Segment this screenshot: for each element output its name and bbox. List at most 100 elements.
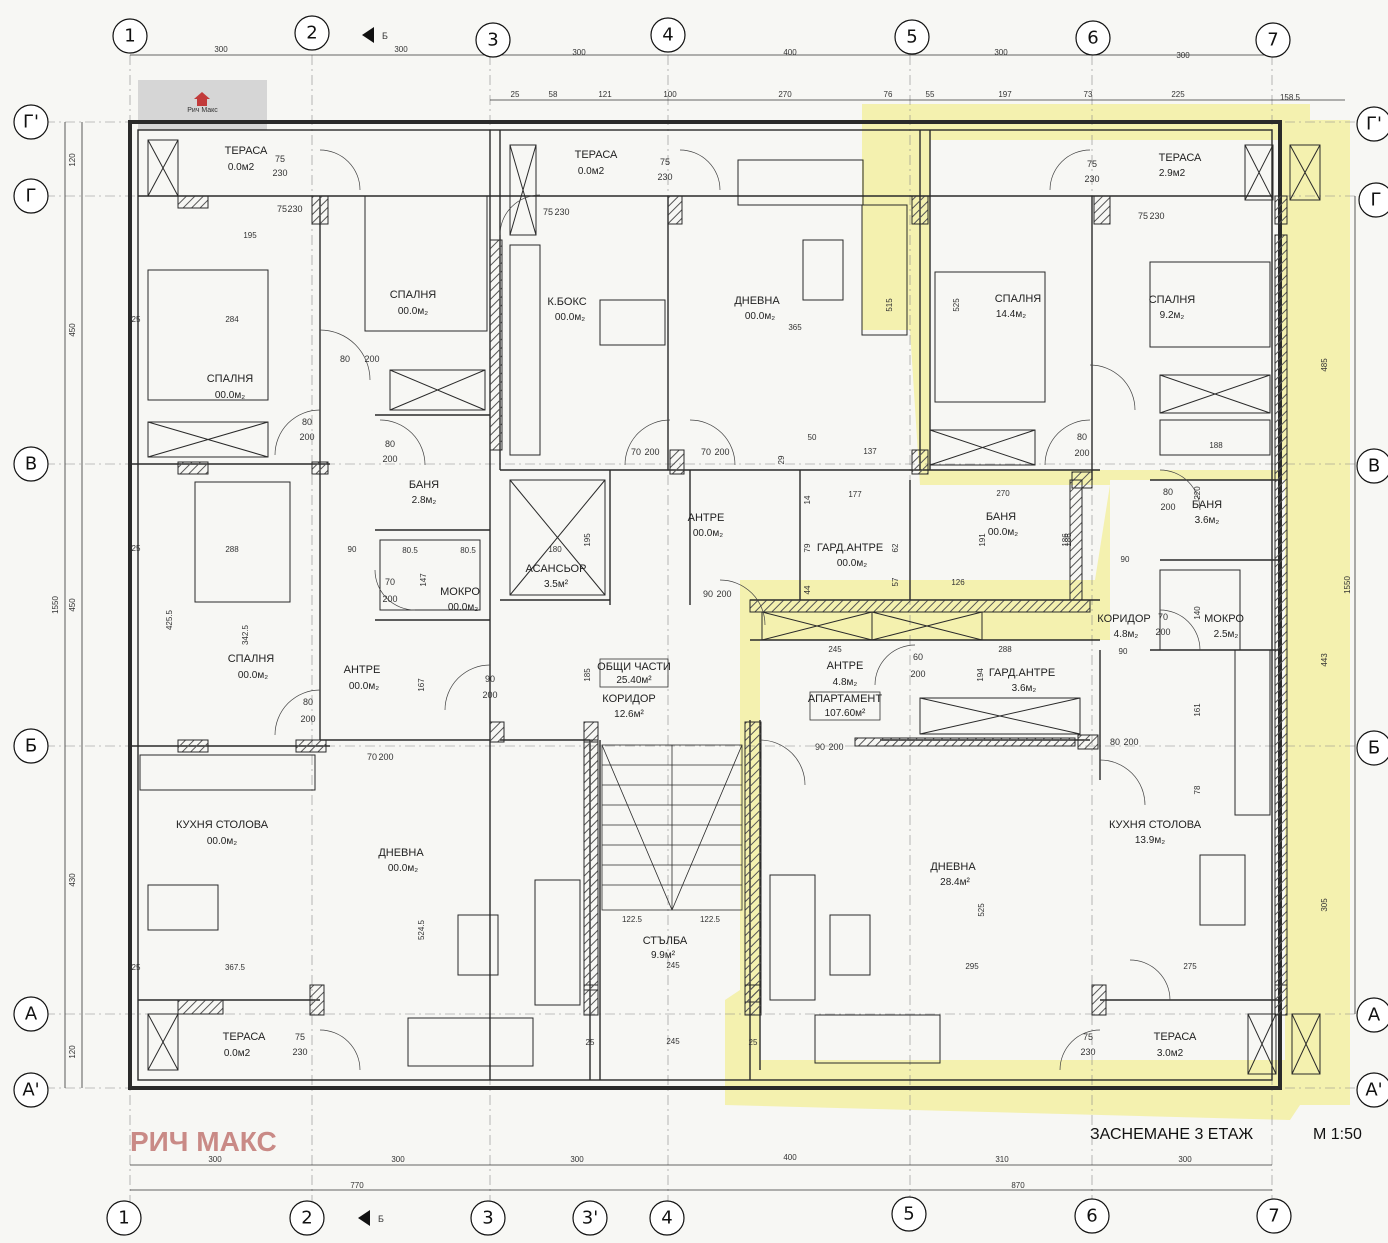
dim-right-2: 443 bbox=[1320, 653, 1329, 667]
dim-in-36: 25 bbox=[132, 544, 141, 553]
dim-in-6: 90 bbox=[348, 545, 357, 554]
door-label-9b: 200 bbox=[299, 432, 314, 442]
door-label-14b: 200 bbox=[714, 447, 729, 457]
dim-in-3: 288 bbox=[225, 545, 239, 554]
dining-right bbox=[1199, 854, 1246, 926]
columns bbox=[177, 195, 1288, 1016]
door-label-11a: 80 bbox=[1077, 432, 1087, 442]
dim-in-48: 78 bbox=[1193, 785, 1202, 794]
axis-g-left: Г bbox=[26, 186, 37, 207]
room-name-0: ТЕРАСА bbox=[225, 145, 268, 157]
door-label-17b: 200 bbox=[716, 589, 731, 599]
counter-left bbox=[139, 754, 316, 791]
axis-g-right: Г bbox=[1371, 190, 1382, 211]
room-area-13: 00.0м₂ bbox=[988, 527, 1018, 538]
axis-gp-right: Г' bbox=[1366, 114, 1382, 135]
sofa-bottom-left bbox=[407, 1017, 534, 1067]
dim-in-31: 525 bbox=[977, 903, 986, 917]
axis-3p-bottom: 3' bbox=[582, 1208, 598, 1229]
dim-bot-6: 300 bbox=[1178, 1155, 1192, 1164]
door-label-2a: 75 bbox=[1087, 159, 1097, 169]
dim-in-42: 62 bbox=[891, 543, 900, 552]
axis-v-left: В bbox=[25, 454, 37, 475]
dim-in-8: 80.5 bbox=[460, 546, 476, 555]
dim-in-47: 161 bbox=[1193, 703, 1202, 717]
brand-watermark: РИЧ МАКС bbox=[130, 1126, 277, 1157]
dim-in-15: 137 bbox=[863, 447, 877, 456]
room-area-20: 25.40м² bbox=[616, 675, 652, 686]
door-label-12a: 70 bbox=[385, 577, 395, 587]
label-boxes bbox=[599, 658, 881, 721]
room-name-3: СПАЛНЯ bbox=[207, 373, 254, 385]
dim-in-18: 126 bbox=[951, 578, 965, 587]
bath-right bbox=[1159, 419, 1271, 456]
top-dimensions: 300 300 300 400 300 300 25 58 121 100 27… bbox=[214, 45, 1300, 102]
dim-in-39: 25 bbox=[749, 1038, 758, 1047]
dim-in-33: 525 bbox=[952, 298, 961, 312]
dim-top-4: 400 bbox=[783, 48, 797, 57]
room-name-23: ГАРД.АНТРЕ bbox=[989, 667, 1055, 679]
room-area-21: 12.6м² bbox=[614, 709, 644, 720]
room-area-2: 2.9м2 bbox=[1159, 168, 1186, 179]
axis-b-right: Б bbox=[1368, 738, 1380, 759]
dim-in-45: 191 bbox=[978, 533, 987, 547]
dim-in-28: 245 bbox=[666, 1037, 680, 1046]
axis-6-top: 6 bbox=[1087, 28, 1098, 49]
door-label-4a: 75 bbox=[1083, 1032, 1093, 1042]
counter-kbox bbox=[509, 244, 541, 456]
dim-in-22: 194 bbox=[976, 668, 985, 682]
room-name-13: БАНЯ bbox=[986, 511, 1016, 523]
dim-bot-4: 400 bbox=[783, 1153, 797, 1162]
furniture bbox=[139, 159, 1271, 1067]
dim-in-29: 295 bbox=[965, 962, 979, 971]
dim-t2-10: 225 bbox=[1171, 90, 1185, 99]
axis-4-top: 4 bbox=[662, 25, 673, 46]
room-name-17: КОРИДОР bbox=[1097, 613, 1150, 625]
room-name-28: КУХНЯ СТОЛОВА bbox=[1109, 819, 1202, 831]
door-swings bbox=[274, 149, 1201, 1071]
door-label-20b: 200 bbox=[910, 669, 925, 679]
door-label-15a: 70 bbox=[1158, 612, 1168, 622]
dim-left-2: 450 bbox=[68, 323, 77, 337]
room-area-18: 2.5м₂ bbox=[1214, 629, 1239, 640]
dim-left-3: 450 bbox=[68, 598, 77, 612]
room-area-16: 00.0м₂ bbox=[448, 602, 478, 613]
door-label-16b: 200 bbox=[482, 690, 497, 700]
dim-right-1: 485 bbox=[1320, 358, 1329, 372]
door-label-19b: 200 bbox=[1123, 737, 1138, 747]
door-label-7a: 75 bbox=[1138, 211, 1148, 221]
room-name-12: ГАРД.АНТРЕ bbox=[817, 542, 883, 554]
door-label-6b: 230 bbox=[554, 207, 569, 217]
door-label-6a: 75 bbox=[543, 207, 553, 217]
section-arrows bbox=[358, 27, 374, 1226]
inner-dimensions: 195 284 25 288 425.5 342.5 90 80.5 80.5 … bbox=[132, 231, 1224, 1047]
counter-right bbox=[1234, 649, 1271, 816]
bed-5 bbox=[1149, 261, 1271, 348]
windows bbox=[147, 139, 1321, 1075]
sofa-side-top bbox=[861, 204, 908, 336]
axis-1-bottom: 1 bbox=[118, 1208, 129, 1229]
dim-in-26: 122.5 bbox=[622, 915, 643, 924]
sofa-left bbox=[534, 879, 581, 1006]
dim-top-5: 300 bbox=[994, 48, 1008, 57]
dim-in-21: 288 bbox=[998, 645, 1012, 654]
table-top bbox=[802, 239, 844, 301]
dining-left bbox=[147, 884, 219, 931]
room-area-9: 2.8м₂ bbox=[412, 495, 437, 506]
room-area-19: 00.0м₂ bbox=[349, 681, 379, 692]
door-label-11b: 200 bbox=[1074, 448, 1089, 458]
room-name-8: СПАЛНЯ bbox=[1149, 294, 1196, 306]
room-name-6: ДНЕВНА bbox=[734, 295, 780, 307]
dim-in-17: 270 bbox=[996, 489, 1010, 498]
axis-5-bottom: 5 bbox=[903, 1204, 914, 1225]
dim-in-35: 245 bbox=[666, 961, 680, 970]
staircase bbox=[601, 744, 743, 911]
room-name-16: МОКРО bbox=[440, 586, 480, 598]
room-area-5: 00.0м₂ bbox=[555, 312, 585, 323]
room-name-2: ТЕРАСА bbox=[1159, 152, 1202, 164]
dim-in-32: 515 bbox=[885, 298, 894, 312]
house-logo-icon bbox=[193, 92, 211, 106]
door-label-0b: 230 bbox=[272, 168, 287, 178]
axis-2-bottom: 2 bbox=[301, 1208, 312, 1229]
dim-in-11: 185 bbox=[583, 668, 592, 682]
